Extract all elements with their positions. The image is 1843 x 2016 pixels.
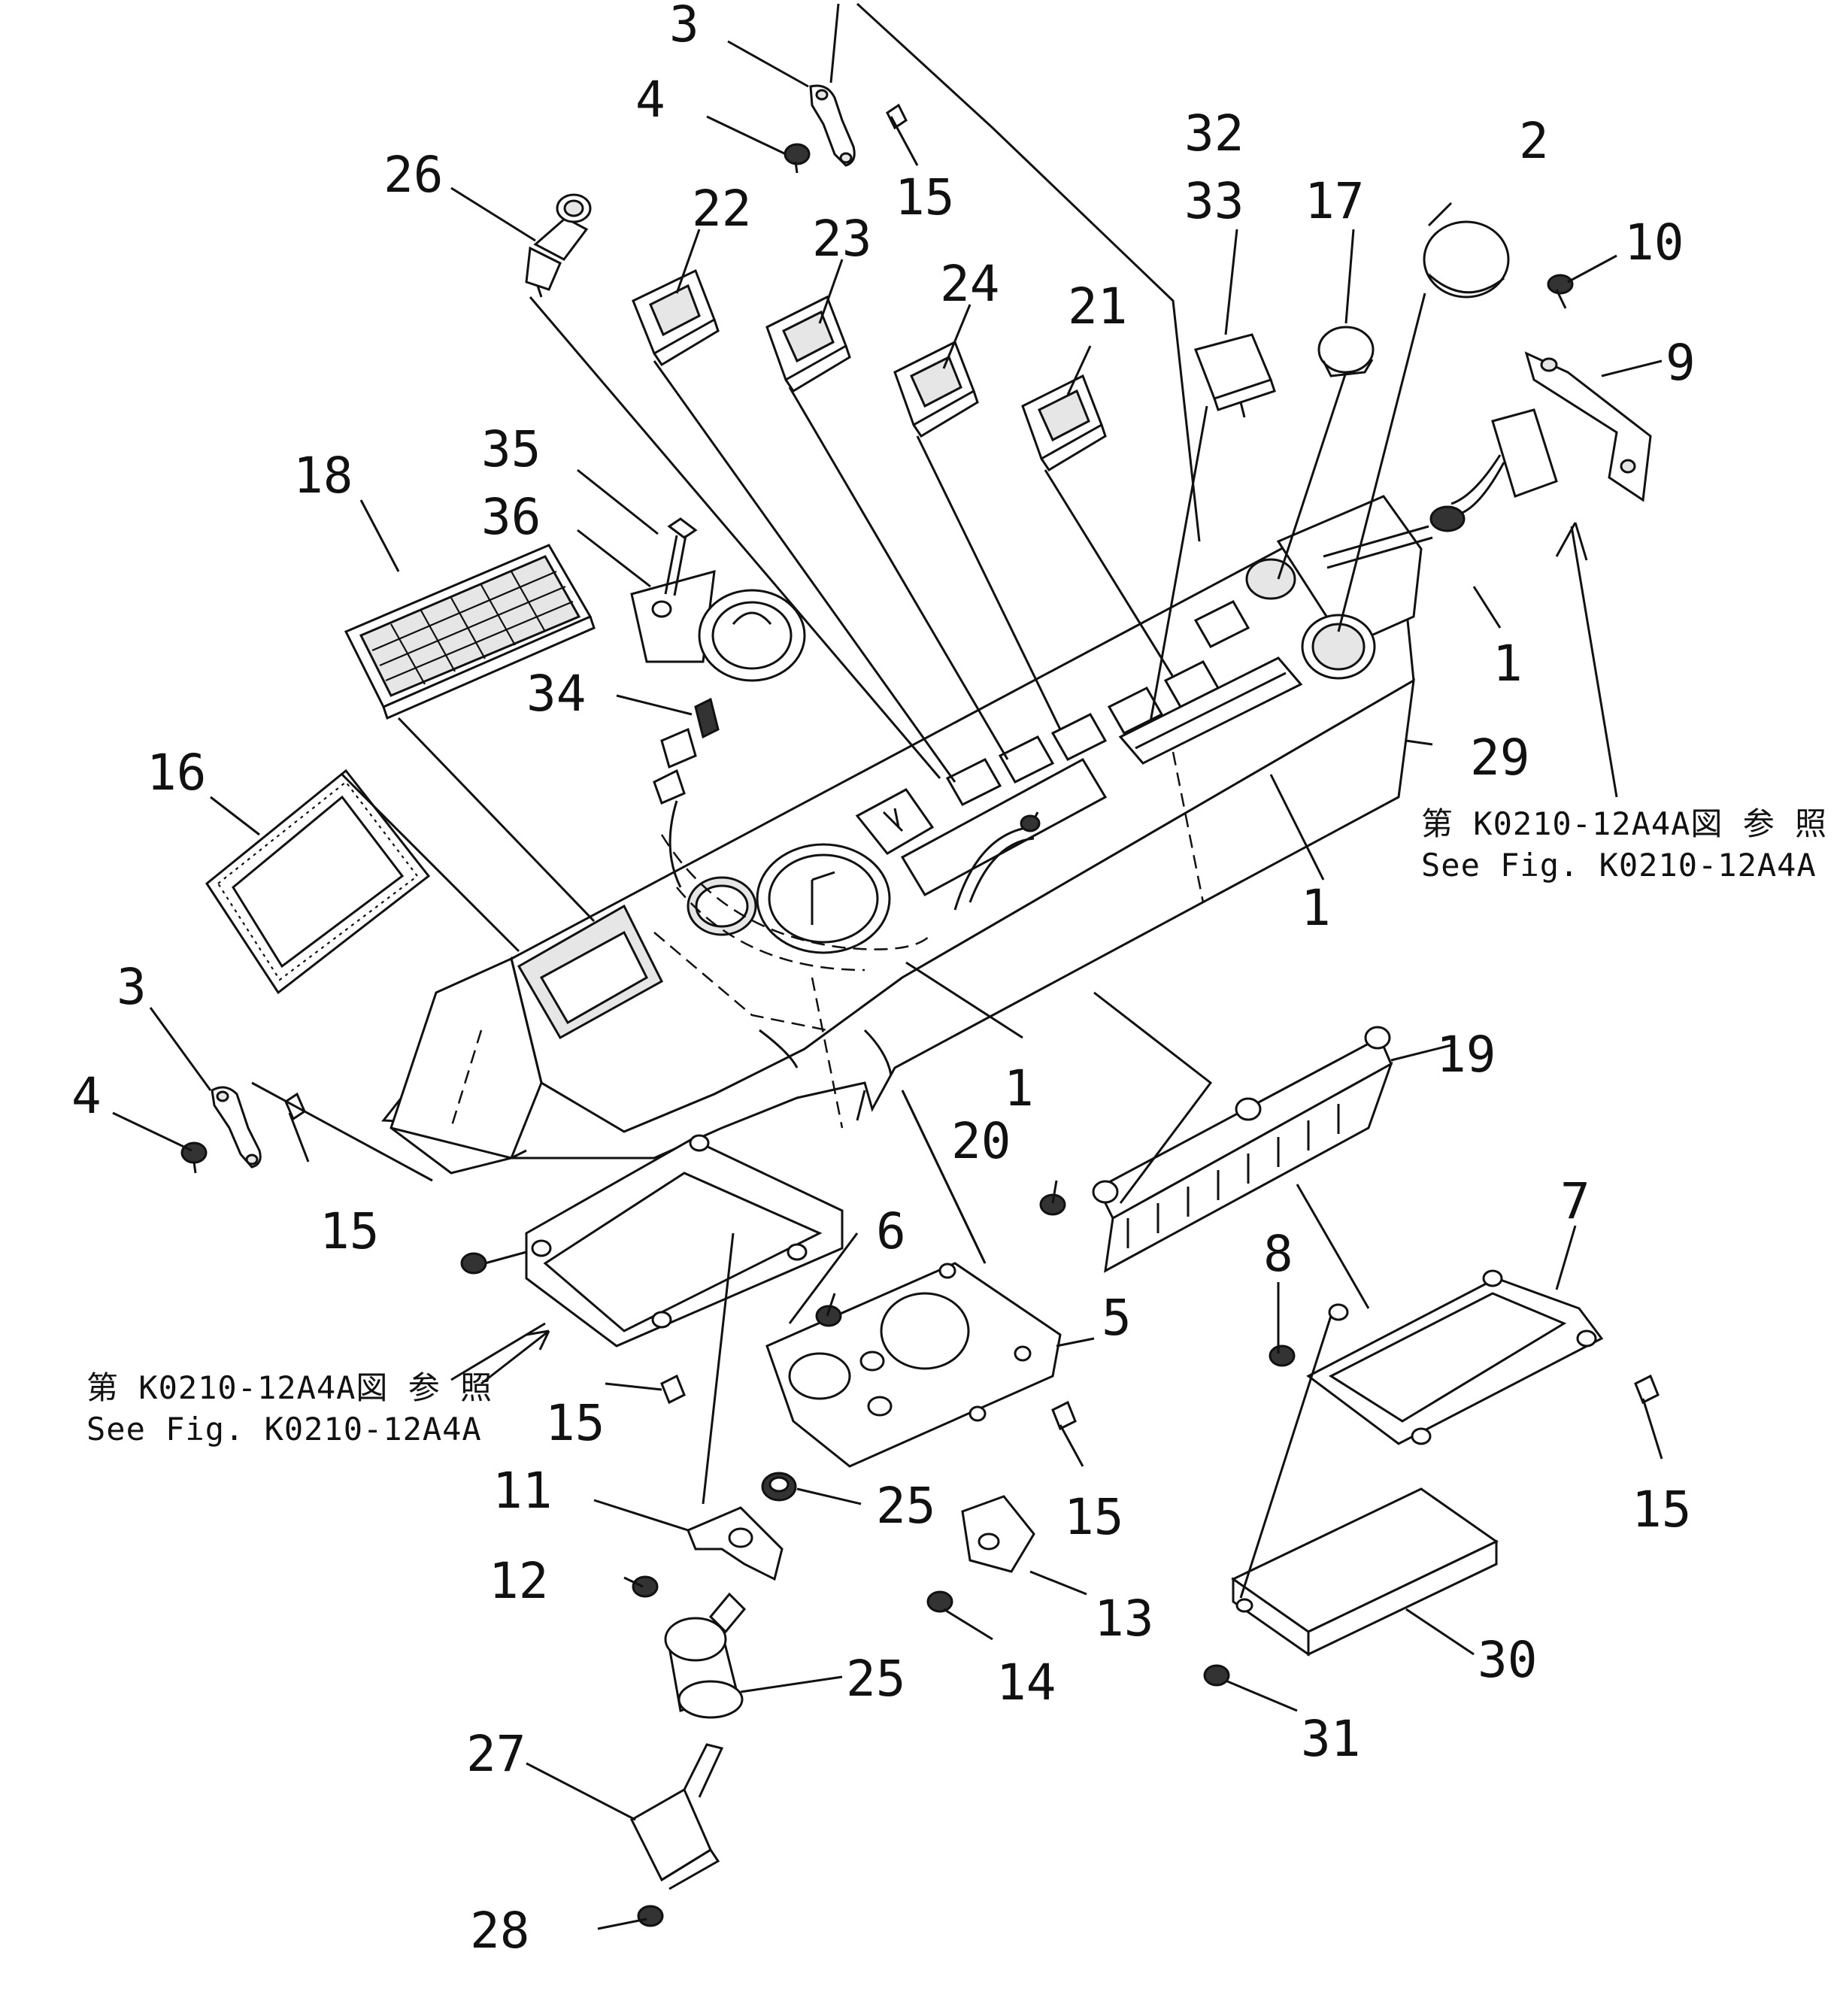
figure-references: 第 K0210-12A4A図 参 照 See Fig. K0210-12A4A … xyxy=(86,805,1827,1448)
console-body xyxy=(381,495,1423,1175)
part-15-right-clip xyxy=(1634,1374,1660,1405)
callout-3: 3 xyxy=(117,958,147,1016)
switch-23 xyxy=(765,295,851,393)
switch-21 xyxy=(1021,374,1107,472)
callout-15: 15 xyxy=(895,168,954,226)
callout-25: 25 xyxy=(846,1650,905,1708)
part-25-grommet xyxy=(761,1472,797,1502)
part-14-screw xyxy=(926,1590,953,1613)
callout-1: 1 xyxy=(1004,1060,1034,1117)
part-26-plug xyxy=(525,193,592,298)
callout-15: 15 xyxy=(1632,1481,1691,1539)
callout-10: 10 xyxy=(1624,214,1684,271)
part-3-top-bracket xyxy=(809,84,856,167)
callout-16: 16 xyxy=(147,744,206,802)
callout-21: 21 xyxy=(1068,277,1127,335)
callout-6: 6 xyxy=(876,1202,906,1260)
part-17-cap xyxy=(1317,326,1375,377)
callout-18: 18 xyxy=(293,447,353,505)
callout-24: 24 xyxy=(940,255,999,313)
part-9-bracket xyxy=(1323,351,1652,569)
reference-en-right: See Fig. K0210-12A4A xyxy=(1421,847,1817,884)
callout-3: 3 xyxy=(669,0,699,53)
part-3-left-bracket xyxy=(211,1086,262,1169)
callout-36: 36 xyxy=(481,488,541,546)
lower-left-plate xyxy=(460,1134,844,1405)
callout-4: 4 xyxy=(71,1067,102,1125)
part-36-washer xyxy=(651,600,672,618)
callout-34: 34 xyxy=(526,665,586,723)
reference-arrows xyxy=(480,1329,550,1385)
callout-14: 14 xyxy=(996,1654,1056,1711)
callout-8: 8 xyxy=(1263,1225,1293,1283)
callout-33: 33 xyxy=(1184,172,1244,230)
part-13-bracket xyxy=(961,1495,1035,1573)
part-6-screw xyxy=(815,1305,842,1327)
part-8-screw xyxy=(1269,1345,1296,1367)
part-20-screw xyxy=(1039,1193,1066,1216)
callout-25: 25 xyxy=(876,1477,935,1535)
part-32-33-cover xyxy=(1194,333,1276,418)
callout-5: 5 xyxy=(1102,1289,1132,1347)
part-34-fuel-gauge-unit xyxy=(630,569,806,888)
part-18-grille xyxy=(344,544,596,720)
callout-15: 15 xyxy=(320,1202,379,1260)
switch-22 xyxy=(632,268,720,367)
part-28-screw xyxy=(637,1905,664,1927)
part-2-cap xyxy=(1423,220,1510,299)
reference-jp-right: 第 K0210-12A4A図 参 照 xyxy=(1421,805,1827,842)
callout-29: 29 xyxy=(1470,729,1529,787)
part-25-sensor xyxy=(664,1592,747,1719)
part-16-gasket xyxy=(205,769,431,995)
part-15-top-clip xyxy=(886,103,908,130)
callout-20: 20 xyxy=(951,1112,1011,1170)
callout-9: 9 xyxy=(1666,334,1696,392)
part-31-screw xyxy=(1203,1664,1230,1687)
callout-15: 15 xyxy=(1064,1488,1123,1546)
part-27-bracket xyxy=(630,1743,724,1890)
callout-1: 1 xyxy=(1493,635,1523,693)
callout-30: 30 xyxy=(1478,1631,1537,1689)
callout-15: 15 xyxy=(545,1394,605,1452)
callout-12: 12 xyxy=(489,1552,548,1610)
reference-jp-left: 第 K0210-12A4A図 参 照 xyxy=(86,1369,493,1406)
reference-en-left: See Fig. K0210-12A4A xyxy=(86,1411,482,1448)
callout-28: 28 xyxy=(470,1902,529,1960)
part-30-box xyxy=(1231,1487,1499,1657)
callout-31: 31 xyxy=(1301,1710,1360,1768)
switch-24 xyxy=(893,340,979,438)
callout-22: 22 xyxy=(692,180,751,238)
leader-lines xyxy=(112,2,1663,1930)
callout-23: 23 xyxy=(812,210,871,268)
callout-4: 4 xyxy=(635,71,665,129)
callout-35: 35 xyxy=(481,420,541,478)
callout-27: 27 xyxy=(466,1725,526,1783)
part-10-screw xyxy=(1547,274,1574,309)
callout-2: 2 xyxy=(1519,112,1549,170)
part-15-center-clip xyxy=(1051,1400,1077,1431)
callout-labels: 3 4 15 26 22 23 24 21 32 33 17 2 10 9 1 … xyxy=(71,0,1696,1960)
callout-11: 11 xyxy=(493,1462,552,1520)
callout-26: 26 xyxy=(383,146,443,204)
callout-17: 17 xyxy=(1305,172,1364,230)
part-7-plate xyxy=(1306,1269,1604,1445)
part-4-top-screw xyxy=(784,143,811,174)
callout-32: 32 xyxy=(1184,105,1244,162)
callout-7: 7 xyxy=(1560,1172,1590,1230)
part-19-board xyxy=(1092,1026,1393,1273)
part-11-bracket xyxy=(687,1506,784,1581)
callout-13: 13 xyxy=(1094,1590,1153,1648)
part-12-screw xyxy=(632,1575,659,1598)
callout-1: 1 xyxy=(1301,879,1331,937)
callout-19: 19 xyxy=(1436,1026,1496,1084)
